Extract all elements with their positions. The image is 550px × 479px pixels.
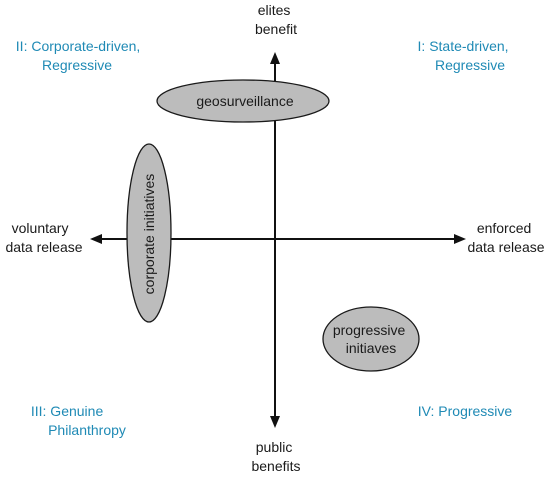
left-axis-label-line: data release	[5, 239, 82, 255]
progressive-initiatives-label-line: initiaves	[346, 340, 397, 356]
corporate-initiatives-label: corporate initiatives	[141, 174, 157, 295]
left-axis-label: voluntary data release	[5, 220, 82, 255]
arrow-down-icon	[270, 416, 280, 428]
region-progressive-initiatives: progressive initiaves	[322, 306, 420, 372]
axis-labels: elites benefit public benefits voluntary…	[5, 2, 544, 474]
left-axis-label-line: voluntary	[12, 220, 69, 236]
bottom-axis-label-line: public	[256, 439, 293, 455]
right-axis-label: enforced data release	[467, 220, 544, 255]
quadrant-label-line: II: Corporate-driven,	[16, 38, 141, 54]
bottom-axis-label-line: benefits	[251, 458, 300, 474]
quadrant-label-line: I: State-driven,	[418, 38, 509, 54]
geosurveillance-label: geosurveillance	[196, 93, 293, 109]
arrow-up-icon	[270, 52, 280, 64]
right-axis-label-line: data release	[467, 239, 544, 255]
quadrant-label-bottom-left: III: Genuine Philanthropy	[31, 403, 126, 438]
arrow-left-icon	[90, 234, 102, 244]
quadrant-label-line: Philanthropy	[48, 422, 126, 438]
corporate-initiatives-ellipse	[126, 143, 172, 323]
bottom-axis-label: public benefits	[251, 439, 300, 474]
arrow-right-icon	[454, 234, 466, 244]
progressive-initiatives-label: progressive initiaves	[333, 322, 409, 356]
region-corporate-initiatives: corporate initiatives	[126, 143, 172, 323]
top-axis-label: elites benefit	[255, 2, 297, 37]
quadrant-label-line: IV: Progressive	[418, 403, 513, 419]
top-axis-label-line: benefit	[255, 21, 297, 37]
top-axis-label-line: elites	[258, 2, 291, 18]
quadrant-labels: II: Corporate-driven, Regressive I: Stat…	[16, 38, 513, 438]
geosurveillance-ellipse	[156, 79, 330, 123]
quadrant-label-line: III: Genuine	[31, 403, 104, 419]
quadrant-label-bottom-right: IV: Progressive	[418, 403, 513, 419]
progressive-initiatives-ellipse	[322, 306, 420, 372]
right-axis-label-line: enforced	[477, 220, 531, 236]
region-geosurveillance: geosurveillance	[156, 79, 330, 123]
quadrant-label-top-right: I: State-driven, Regressive	[418, 38, 513, 73]
progressive-initiatives-label-line: progressive	[333, 322, 406, 338]
quadrant-label-top-left: II: Corporate-driven, Regressive	[16, 38, 144, 73]
quadrant-label-line: Regressive	[435, 57, 505, 73]
quadrant-label-line: Regressive	[42, 57, 112, 73]
